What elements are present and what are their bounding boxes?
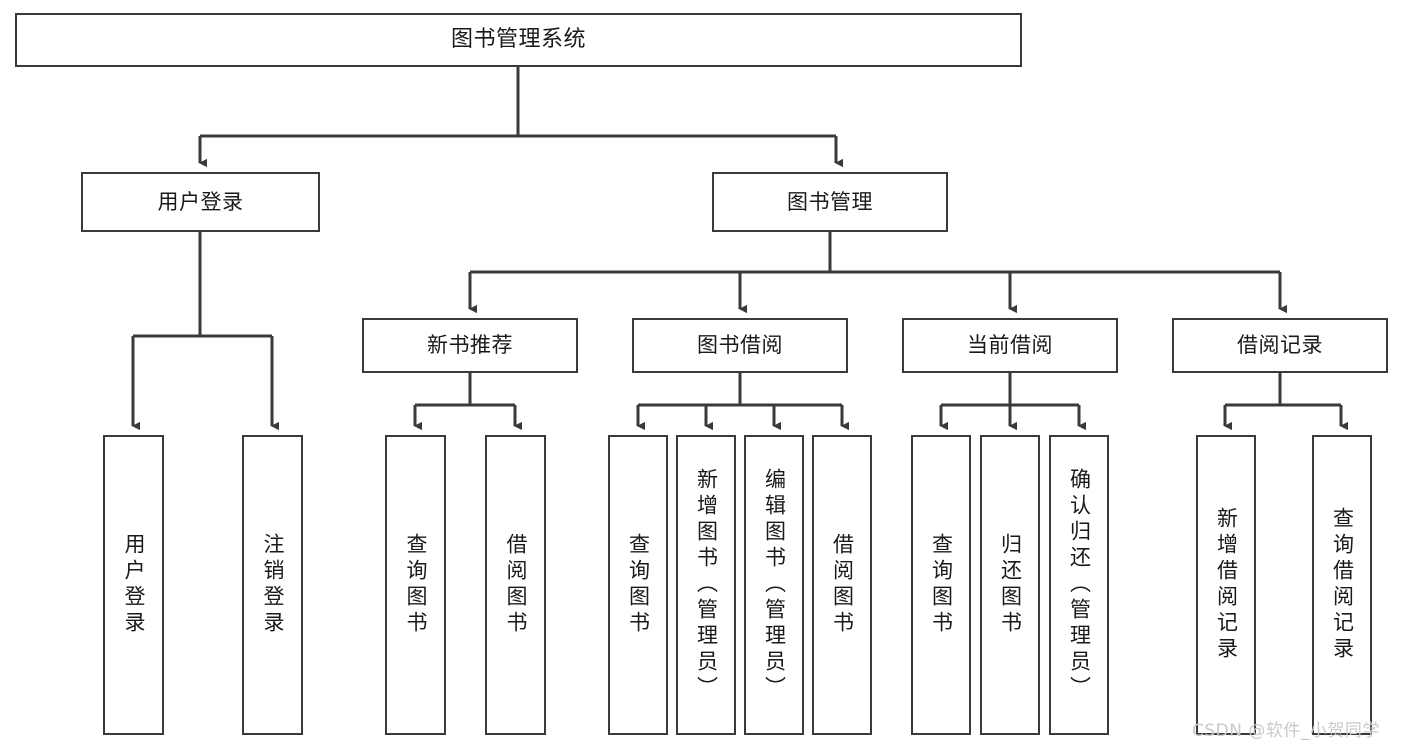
node-label: 当前借阅 — [967, 333, 1053, 358]
node-label: 用户登录 — [122, 533, 146, 637]
node-label: 借阅图书 — [504, 533, 528, 637]
leaf-current-borrow-return[interactable]: 归还图书 — [980, 435, 1040, 735]
leaf-borrow-record-query[interactable]: 查询借阅记录 — [1312, 435, 1372, 735]
node-label: 确认归还（管理员） — [1067, 468, 1092, 702]
node-label: 用户登录 — [157, 189, 244, 214]
node-label: 查询借阅记录 — [1330, 507, 1355, 663]
node-label: 图书管理 — [787, 189, 873, 214]
leaf-current-borrow-confirm-return-admin[interactable]: 确认归还（管理员） — [1049, 435, 1109, 735]
node-label: 归还图书 — [998, 533, 1023, 637]
node-label: 注销登录 — [261, 533, 285, 637]
node-label: 图书管理系统 — [450, 27, 586, 53]
node-label: 新书推荐 — [427, 333, 513, 358]
leaf-user-login-signin[interactable]: 用户登录 — [103, 435, 164, 735]
node-root-book-management-system[interactable]: 图书管理系统 — [15, 13, 1022, 67]
leaf-new-book-borrow[interactable]: 借阅图书 — [485, 435, 546, 735]
leaf-book-borrow-add-admin[interactable]: 新增图书（管理员） — [676, 435, 736, 735]
leaf-book-borrow-query[interactable]: 查询图书 — [608, 435, 668, 735]
node-label: 查询图书 — [626, 533, 651, 637]
leaf-new-book-query[interactable]: 查询图书 — [385, 435, 446, 735]
leaf-book-borrow-edit-admin[interactable]: 编辑图书（管理员） — [744, 435, 804, 735]
node-label: 编辑图书（管理员） — [762, 468, 787, 702]
node-label: 查询图书 — [929, 533, 954, 637]
node-borrow-record[interactable]: 借阅记录 — [1172, 318, 1388, 373]
node-user-login[interactable]: 用户登录 — [81, 172, 320, 232]
node-label: 借阅记录 — [1237, 333, 1323, 358]
node-book-borrow[interactable]: 图书借阅 — [632, 318, 848, 373]
leaf-user-login-signout[interactable]: 注销登录 — [242, 435, 303, 735]
node-label: 新增图书（管理员） — [694, 468, 719, 702]
node-new-book-recommendation[interactable]: 新书推荐 — [362, 318, 578, 373]
csdn-watermark: CSDN @软件_小贺同学 — [1192, 721, 1380, 741]
node-current-borrow[interactable]: 当前借阅 — [902, 318, 1118, 373]
leaf-current-borrow-query[interactable]: 查询图书 — [911, 435, 971, 735]
node-label: 查询图书 — [404, 533, 428, 637]
node-book-management[interactable]: 图书管理 — [712, 172, 948, 232]
node-label: 图书借阅 — [697, 333, 783, 358]
leaf-book-borrow-borrow[interactable]: 借阅图书 — [812, 435, 872, 735]
node-label: 借阅图书 — [830, 533, 855, 637]
leaf-borrow-record-add[interactable]: 新增借阅记录 — [1196, 435, 1256, 735]
node-label: 新增借阅记录 — [1214, 507, 1239, 663]
